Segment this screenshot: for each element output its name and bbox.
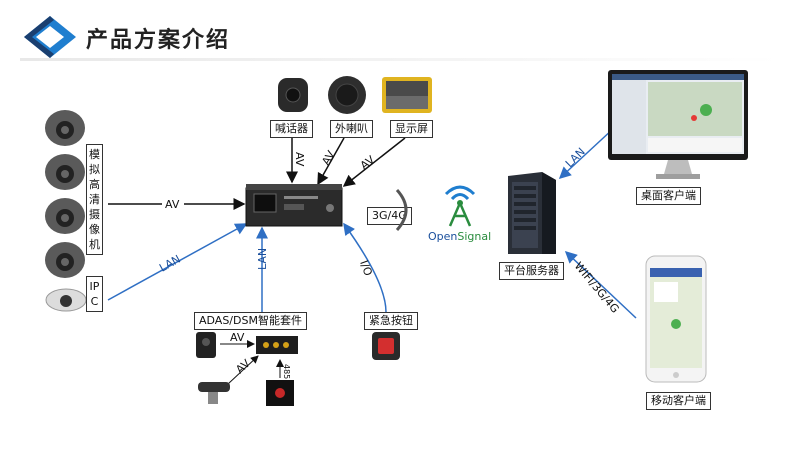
company-logo-icon bbox=[24, 16, 76, 58]
edge-label-av: AV bbox=[230, 331, 245, 344]
dome-camera-icon bbox=[45, 110, 85, 146]
antenna-icon bbox=[444, 185, 476, 227]
edge-label-lan: LAN bbox=[157, 253, 183, 275]
intercom-label: 喊话器 bbox=[270, 120, 313, 138]
edge-label-av: AV bbox=[165, 198, 180, 211]
opensignal-logo-part-a: Open bbox=[428, 230, 458, 243]
monitor-icon bbox=[608, 70, 748, 179]
edge-label-wifi: WIFI/3G/4G bbox=[572, 260, 622, 316]
display-label: 显示屏 bbox=[390, 120, 433, 138]
network-badge: 3G/4G bbox=[367, 207, 412, 225]
opensignal-logo-part-b: Signal bbox=[457, 230, 492, 243]
dsm-camera-icon bbox=[196, 332, 216, 358]
edge-display-av: AV bbox=[342, 137, 406, 187]
edge-label-av: AV bbox=[293, 152, 306, 167]
dome-camera-icon bbox=[45, 154, 85, 190]
ipc-camera-icon bbox=[45, 288, 87, 312]
edge-speaker-av: AV bbox=[317, 137, 345, 186]
adas-module-icon bbox=[256, 336, 298, 354]
adas-camera-icon bbox=[198, 382, 230, 404]
alarm-display-icon bbox=[266, 380, 294, 406]
speaker-label: 外喇叭 bbox=[330, 120, 373, 138]
mdvr-icon bbox=[245, 184, 343, 227]
panic-button-icon bbox=[372, 332, 400, 360]
edge-mobile-wifi: WIFI/3G/4G bbox=[564, 250, 637, 319]
edge-analog-av: AV bbox=[108, 197, 246, 211]
adas-kit-label: ADAS/DSM智能套件 bbox=[194, 312, 307, 330]
smartphone-icon bbox=[645, 255, 707, 383]
server-tower-icon bbox=[508, 172, 556, 254]
edge-label-lan: LAN bbox=[563, 145, 588, 170]
edge-label-av: AV bbox=[319, 148, 338, 167]
edge-label-av: AV bbox=[233, 357, 253, 377]
edge-label-485: 485 bbox=[282, 364, 291, 379]
analog-camera-group bbox=[45, 110, 85, 278]
dome-camera-icon bbox=[45, 198, 85, 234]
speaker-icon bbox=[328, 76, 366, 114]
ipc-label: IPC bbox=[86, 276, 103, 312]
server-label: 平台服务器 bbox=[499, 262, 564, 280]
microphone-icon bbox=[278, 78, 308, 112]
edge-intercom-av: AV bbox=[286, 138, 306, 184]
dome-camera-icon bbox=[45, 242, 85, 278]
radio-waves-icon bbox=[395, 188, 408, 232]
panic-button-label: 紧急按钮 bbox=[364, 312, 418, 330]
edge-label-io: I/O bbox=[357, 259, 375, 278]
display-screen-icon bbox=[382, 77, 432, 113]
analog-camera-label: 模拟高清摄像机 bbox=[86, 144, 103, 255]
page-title: 产品方案介绍 bbox=[86, 28, 231, 53]
desktop-client-label: 桌面客户端 bbox=[636, 187, 701, 205]
edge-ipc-lan: LAN bbox=[107, 223, 248, 301]
edge-panic-io: I/O bbox=[343, 222, 387, 313]
header-divider bbox=[20, 58, 780, 61]
mobile-client-label: 移动客户端 bbox=[646, 392, 711, 410]
edge-label-lan: LAN bbox=[256, 248, 269, 270]
opensignal-logo: OpenSignal bbox=[428, 230, 491, 243]
edge-label-av: AV bbox=[358, 153, 378, 172]
edge-adas-lan: LAN bbox=[256, 226, 269, 312]
